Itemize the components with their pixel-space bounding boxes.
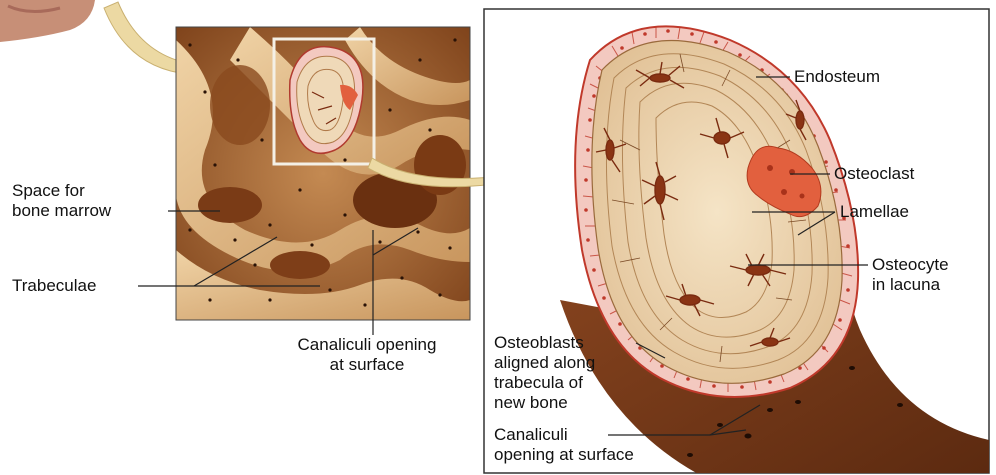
label-osteocyte-in-lacuna: Osteocyte in lacuna [872,255,949,295]
label-canaliculi-opening-left: Canaliculi opening at surface [252,335,482,375]
label-osteoclast: Osteoclast [834,164,914,184]
label-endosteum: Endosteum [794,67,880,87]
label-trabeculae: Trabeculae [12,276,96,296]
label-lamellae: Lamellae [840,202,909,222]
label-space-for-bone-marrow: Space for bone marrow [12,181,111,221]
tissue-fragment [0,0,95,42]
label-osteoblasts: Osteoblasts aligned along trabecula of n… [494,333,595,413]
label-canaliculi-opening-right: Canaliculi opening at surface [494,425,634,465]
